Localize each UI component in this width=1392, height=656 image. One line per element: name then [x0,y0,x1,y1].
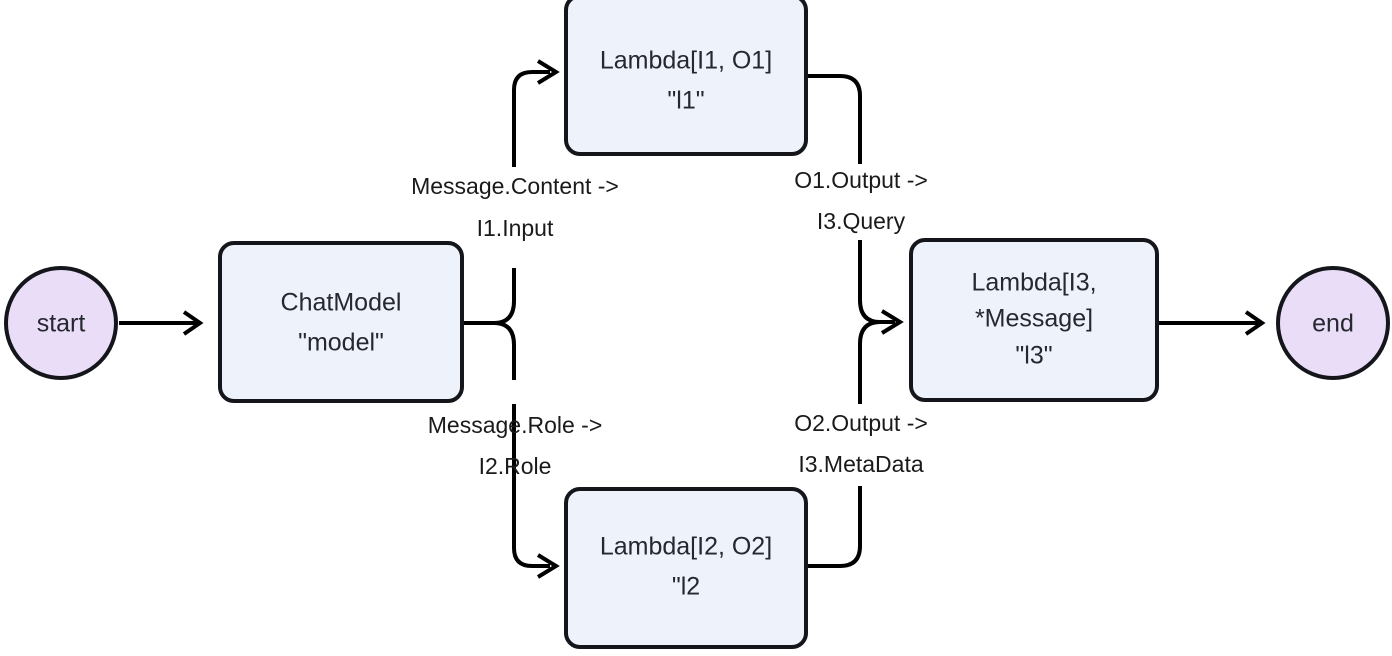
edge-line-merge-lower [858,320,895,404]
lambda-l2-label-line2: "l2 [672,573,700,601]
edge-label-line1: O2.Output -> [794,410,928,436]
chatmodel-label-line1: ChatModel [281,289,402,317]
start-circle[interactable] [4,266,118,380]
node-lambda-l3[interactable]: Lambda[I3, *Message] "l3" [909,238,1159,402]
edge-label-line2: I2.Role [479,453,552,479]
edge-line-merge-upper [858,240,895,324]
edge-line [806,486,862,568]
arrow-head-icon [536,59,560,85]
edge-label-line1: Message.Role -> [428,412,603,438]
edge-line [512,70,550,167]
node-start[interactable]: start [4,266,118,380]
lambda-l1-label-line1: Lambda[I1, O1] [600,47,772,75]
start-label: start [37,310,86,338]
edge-line-upper-split [493,268,516,325]
arrow-head-icon [536,553,560,579]
node-lambda-l1[interactable]: Lambda[I1, O1] "l1" [564,0,808,156]
lambda-l1-label-line2: "l1" [667,87,704,115]
edge-line-lower-split [493,321,516,380]
edge-l2-l3: O2.Output -> I3.MetaData [794,320,928,568]
arrow-head-icon [880,309,904,335]
edge-label-line1: Message.Content -> [411,173,619,199]
edge-l1-l3: O1.Output -> I3.Query [794,74,928,335]
edge-chatmodel-l2: Message.Role -> I2.Role [428,321,603,579]
lambda-l3-box[interactable] [909,238,1159,402]
node-chatmodel[interactable]: ChatModel "model" [218,241,464,403]
lambda-l1-box[interactable] [564,0,808,156]
edge-line [512,404,550,568]
edge-label-line2: I1.Input [477,215,554,241]
lambda-l2-label-line1: Lambda[I2, O2] [600,533,772,561]
edge-l3-end [1157,310,1266,336]
lambda-l3-label-line1: Lambda[I3, [971,269,1096,297]
edge-chatmodel-l1: Message.Content -> I1.Input [411,59,619,325]
chatmodel-box[interactable] [218,241,464,403]
end-label: end [1312,310,1354,338]
lambda-l2-box[interactable] [564,487,808,649]
chatmodel-label-line2: "model" [298,329,384,357]
edge-label-line2: I3.Query [817,208,906,234]
end-circle[interactable] [1276,266,1390,380]
node-end[interactable]: end [1276,266,1390,380]
edge-label-line2: I3.MetaData [798,451,923,477]
edge-start-chatmodel [119,310,204,336]
edge-line [806,74,862,164]
edge-label-line1: O1.Output -> [794,167,928,193]
arrow-head-icon [1244,310,1266,336]
node-lambda-l2[interactable]: Lambda[I2, O2] "l2 [564,487,808,649]
lambda-l3-label-line2: *Message] [975,305,1093,333]
lambda-l3-label-line3: "l3" [1015,342,1052,370]
arrow-head-icon [182,310,204,336]
